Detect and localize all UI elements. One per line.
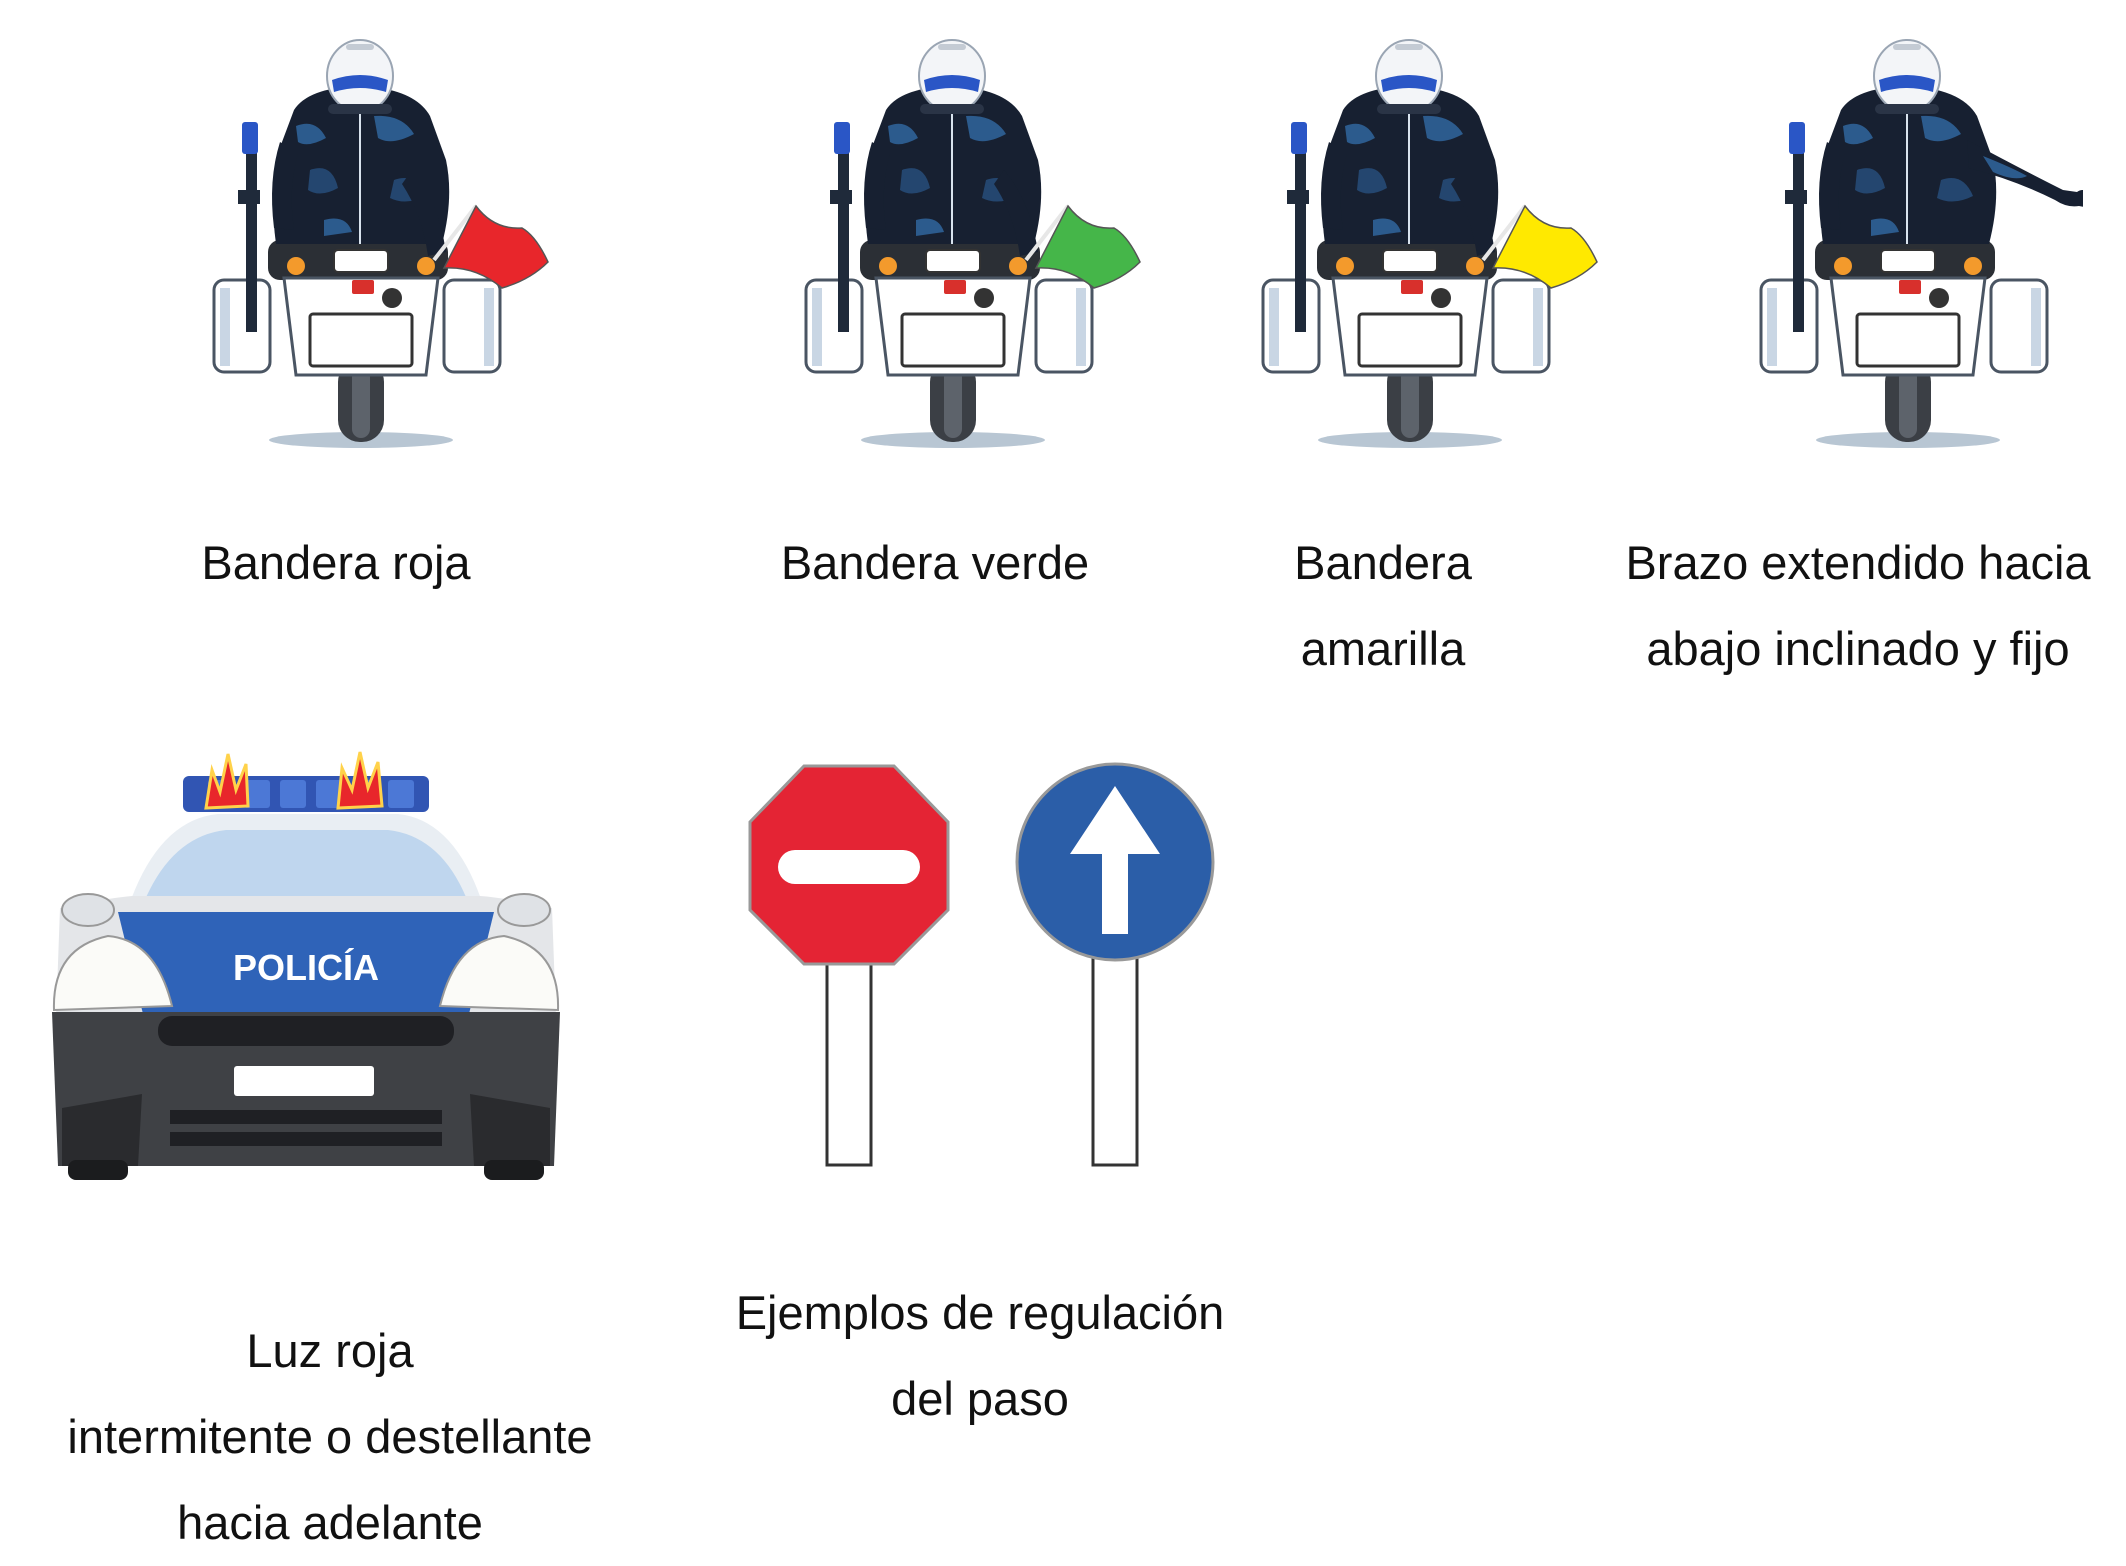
moto-green-flag-figure (768, 30, 1141, 450)
flashing-light-left-icon (204, 753, 250, 810)
ahead-only-sign-icon (1015, 762, 1215, 1167)
no-entry-sign-icon (748, 764, 950, 1167)
police-motorcycle-arm-extended-icon (1723, 30, 2083, 450)
moto-yellow-flag-figure (1225, 30, 1598, 450)
yellow-flag-icon (1491, 204, 1598, 289)
flashing-light-right-icon (336, 751, 384, 810)
green-flag-icon (1034, 204, 1141, 289)
police-motorcycle-icon (176, 30, 549, 450)
police-motorcycle-icon (1225, 30, 1598, 450)
police-car-figure: POLICÍA (48, 748, 564, 1208)
caption-red-flag: Bandera roja (201, 536, 471, 589)
red-flag-icon (442, 204, 549, 289)
stop-pass-sign-figure (744, 760, 954, 1170)
ahead-only-sign-figure (1010, 758, 1220, 1170)
caption-pass-regulation: Ejemplos de regulación del paso (735, 1286, 1225, 1425)
police-car-icon: POLICÍA (52, 751, 560, 1180)
moto-extended-arm-figure (1723, 30, 2083, 450)
moto-red-flag-figure (176, 30, 549, 450)
caption-yellow-flag: Bandera amarilla (1294, 536, 1472, 675)
caption-police-car: Luz roja intermitente o destellante haci… (67, 1324, 593, 1549)
caption-extended-arm: Brazo extendido hacia abajo inclinado y … (1625, 536, 2091, 675)
police-car-label: POLICÍA (233, 947, 379, 988)
police-motorcycle-icon (768, 30, 1141, 450)
caption-green-flag: Bandera verde (780, 536, 1090, 589)
